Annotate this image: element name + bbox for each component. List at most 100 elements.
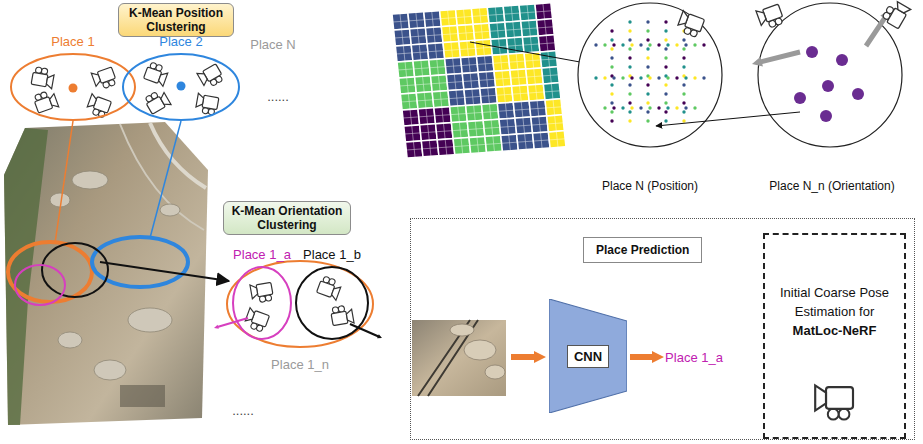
place-1b-marker [42,243,108,297]
grid-cell [492,54,510,71]
grid-cell [437,139,455,156]
box-title: K-Mean Orientation Clustering [229,204,345,232]
grid-line [461,56,479,73]
grid-cell [467,120,485,137]
position-dot [675,106,678,109]
cluster-centre [69,84,78,93]
position-dot [666,43,669,46]
position-dot [612,76,615,79]
grid-cell [527,84,545,101]
grid-line [421,140,439,157]
grid-line [427,43,445,60]
position-dot [666,106,669,109]
grid-line [505,21,523,38]
camera-icon [316,275,342,300]
grid-cell [436,123,454,140]
grid-cell [519,4,537,21]
grid-cell [451,122,469,139]
grid-line [533,132,551,149]
position-dot [646,47,649,50]
grid-line [526,68,544,85]
camera-icon [32,89,58,114]
aerial-road [120,124,204,230]
position-dot [682,110,685,113]
grid-line [512,85,530,102]
aerial-pit [120,385,165,407]
grid-cell [510,69,528,86]
position-dot [610,110,613,113]
grid-line [487,6,505,23]
grid-line [440,10,458,27]
position-dot [666,76,669,79]
position-dot [646,20,649,23]
grid-cell [410,28,428,45]
position-dot [675,43,678,46]
grid-line [527,84,545,101]
position-dot [628,47,631,50]
position-dot [646,101,649,104]
orientation-arrow [213,316,248,330]
grid-cell [453,138,471,155]
grid-cell [392,13,410,30]
grid-line [456,8,474,25]
position-dot [648,43,651,46]
grid-cell [427,43,445,60]
grid-line [540,51,558,68]
grid-cell [448,90,466,107]
position-dot [664,29,667,32]
grid-cell [418,108,436,125]
grid-line [453,138,471,155]
grid-line [515,117,533,134]
grid-line [394,29,412,46]
position-dot [657,43,660,46]
position-dot [628,110,631,113]
grid-line [513,101,531,118]
grid-line [400,93,418,110]
grid-cell [497,102,515,119]
grid-line [399,77,417,94]
grid-cell [487,6,505,23]
grid-line [420,124,438,141]
grid-cell [483,119,501,136]
aerial-rock [58,332,82,348]
grid-line [441,26,459,43]
grid-line [499,118,517,135]
position-dot [684,43,687,46]
grid-cell [482,103,500,120]
flow-arrow [630,351,664,363]
grid-line [434,107,452,124]
camera-icon [197,63,225,90]
position-dot [630,43,633,46]
grid-cell [513,101,531,118]
position-dot [610,92,613,95]
position-dot [646,56,649,59]
grid-cell [405,141,423,158]
orientation-dot [794,92,806,104]
position-dot [648,76,651,79]
position-dot [646,29,649,32]
orientation-zoom [758,3,902,147]
grid-line [529,100,547,117]
grid-line [443,42,461,59]
grid-cell [496,86,514,103]
position-dot [628,83,631,86]
grid-cell [432,91,450,108]
position-dot [682,65,685,68]
position-dot [664,101,667,104]
position-dot [682,56,685,59]
position-dot [628,29,631,32]
query-photo-rock [485,365,505,379]
position-dot [664,47,667,50]
position-dot [603,106,606,109]
orientation-dot [852,88,864,100]
grid-cell [408,12,426,29]
position-dot [612,43,615,46]
grid-line [543,83,561,100]
grid-line [446,74,464,91]
ellipsis: ...... [232,403,254,418]
grid-cell [475,39,493,56]
position-dot [603,43,606,46]
grid-cell [478,71,496,88]
